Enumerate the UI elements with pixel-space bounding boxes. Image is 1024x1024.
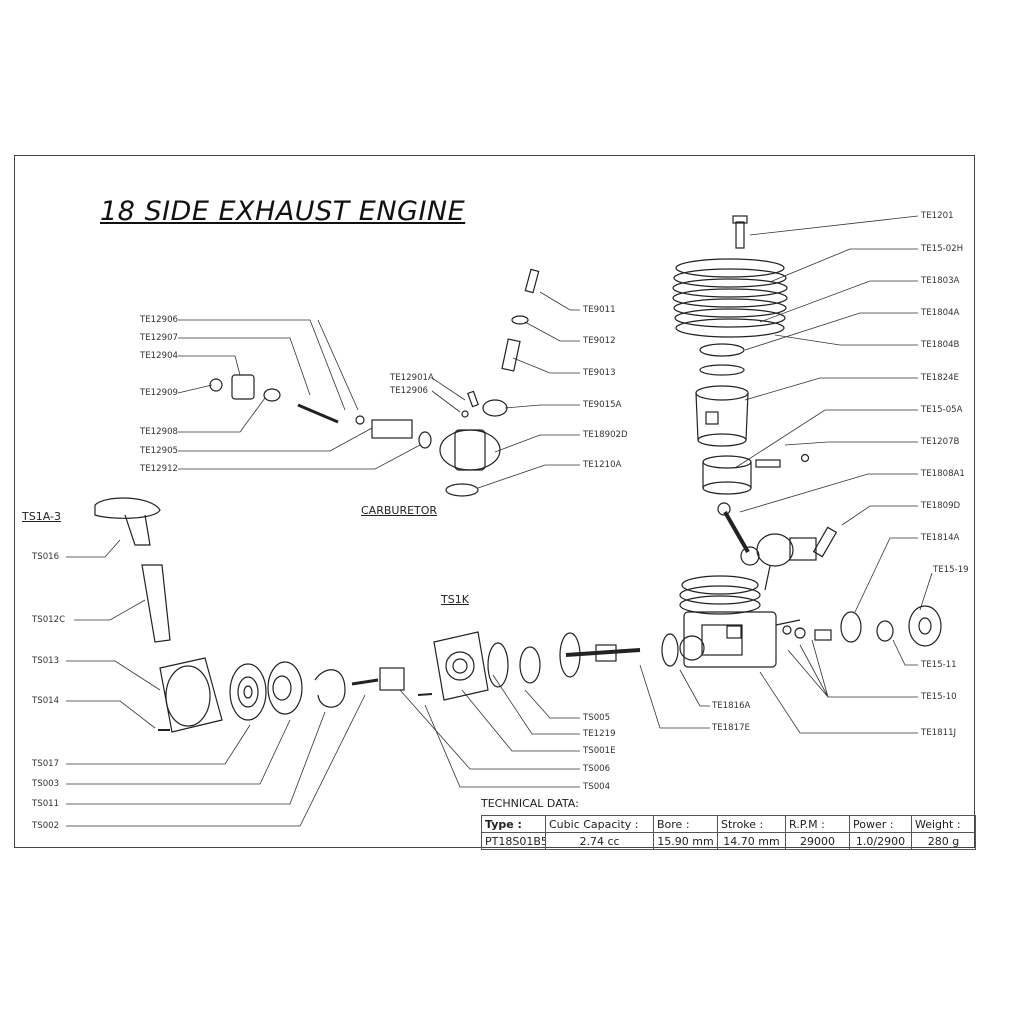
part-label: TS011 (32, 799, 60, 809)
part-label: TE12908 (140, 427, 179, 437)
part-label: TE9013 (583, 368, 616, 378)
part-label: TE1814A (921, 533, 960, 543)
header-rpm: R.P.M : (785, 815, 850, 833)
part-label: TE1817E (712, 723, 750, 733)
part-label: TE15-05A (921, 405, 963, 415)
part-label: TE12906 (390, 386, 429, 396)
header-weight: Weight : (911, 815, 976, 833)
table-header-row: Type : Cubic Capacity : Bore : Stroke : … (481, 815, 976, 833)
part-label: TE1809D (921, 501, 961, 511)
section-carburetor: CARBURETOR (361, 504, 438, 517)
part-label: TS012C (32, 615, 66, 625)
diagram-title: 18 SIDE EXHAUST ENGINE (100, 196, 466, 227)
part-label: TE1219 (583, 729, 616, 739)
part-label: TS017 (32, 759, 60, 769)
value-weight: 280 g (911, 832, 976, 850)
part-label: TE12912 (140, 464, 179, 474)
part-label: TE12906 (140, 315, 179, 325)
technical-data-title: TECHNICAL DATA: (481, 797, 579, 810)
value-stroke: 14.70 mm (717, 832, 786, 850)
part-label: TS002 (32, 821, 60, 831)
part-label: TS005 (583, 713, 611, 723)
part-label: TS003 (32, 779, 60, 789)
part-label: TS004 (583, 782, 611, 792)
part-label: TE9011 (583, 305, 616, 315)
part-label: TE1201 (921, 211, 954, 221)
header-cubic-capacity: Cubic Capacity : (545, 815, 654, 833)
header-power: Power : (849, 815, 912, 833)
part-label: TE15-10 (921, 692, 957, 702)
part-label: TE12905 (140, 446, 179, 456)
part-label: TS006 (583, 764, 611, 774)
part-label: TE12909 (140, 388, 179, 398)
part-label: TE9015A (583, 400, 622, 410)
header-bore: Bore : (653, 815, 718, 833)
value-type: PT18S01B5 (481, 832, 546, 850)
value-rpm: 29000 (785, 832, 850, 850)
header-stroke: Stroke : (717, 815, 786, 833)
part-label: TS016 (32, 552, 60, 562)
part-label: TE12907 (140, 333, 179, 343)
part-label: TS001E (583, 746, 616, 756)
part-label: TE1808A1 (921, 469, 965, 479)
part-label: TE1824E (921, 373, 959, 383)
section-ts1a3: TS1A-3 (22, 510, 61, 523)
part-label: TE1804A (921, 308, 960, 318)
part-label: TS014 (32, 696, 60, 706)
part-label: TE12904 (140, 351, 179, 361)
part-label: TE15-02H (921, 244, 964, 254)
part-label: TE1207B (921, 437, 960, 447)
part-label: TS013 (32, 656, 60, 666)
part-label: TE1811J (921, 728, 957, 738)
part-label: TE1803A (921, 276, 960, 286)
part-label: TE1210A (583, 460, 622, 470)
part-label: TE18902D (583, 430, 628, 440)
part-label: TE15-11 (921, 660, 957, 670)
header-type: Type : (481, 815, 546, 833)
part-label: TE15-19 (933, 565, 969, 575)
technical-data-table: Type : Cubic Capacity : Bore : Stroke : … (481, 815, 976, 850)
part-label: TE1816A (712, 701, 751, 711)
part-label: TE12901A (390, 373, 434, 383)
table-row: PT18S01B5 2.74 cc 15.90 mm 14.70 mm 2900… (481, 832, 976, 850)
part-label: TE1804B (921, 340, 960, 350)
value-bore: 15.90 mm (653, 832, 718, 850)
value-power: 1.0/2900 (849, 832, 912, 850)
section-ts1k: TS1K (441, 593, 469, 606)
part-label: TE9012 (583, 336, 616, 346)
value-cubic-capacity: 2.74 cc (545, 832, 654, 850)
